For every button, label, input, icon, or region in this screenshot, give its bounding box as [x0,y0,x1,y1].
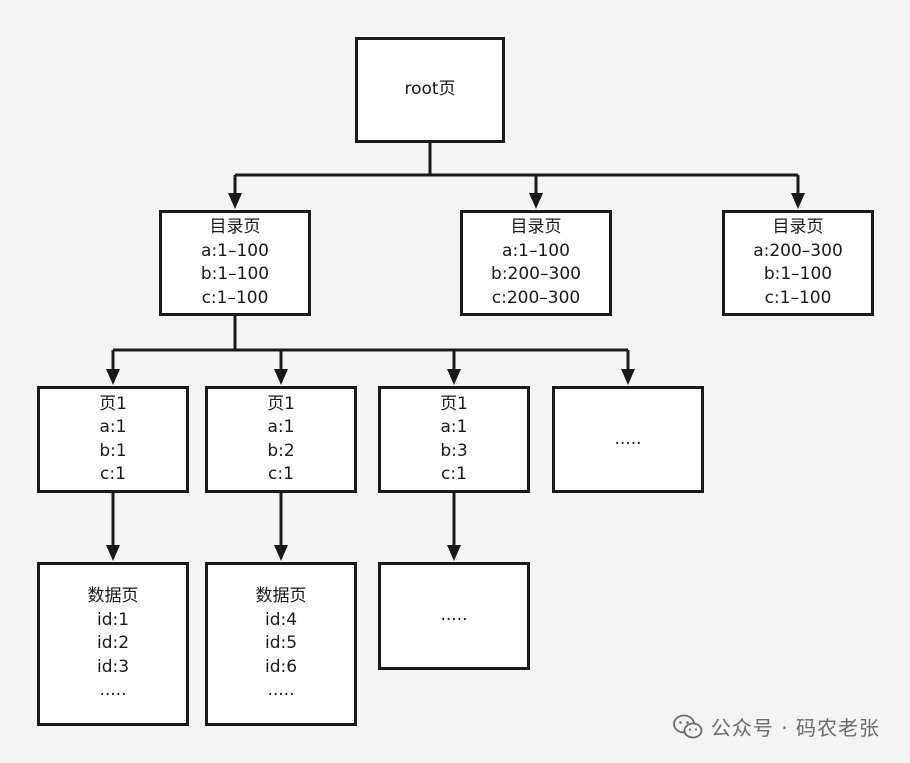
ellipsis-label: ..... [99,680,127,701]
root-page-node: root页 [355,37,505,143]
node-title: 页1 [440,393,468,414]
node-range-a: a:1–100 [502,240,570,261]
node-label: root页 [404,79,456,100]
node-key-a: a:1 [267,417,295,437]
index-page-node-2: 页1 a:1 b:2 c:1 [205,386,357,493]
record-id: id:3 [96,656,130,677]
node-key-a: a:1 [99,417,127,437]
node-key-b: b:2 [267,440,295,461]
node-title: 目录页 [209,217,261,237]
index-page-node-more: ..... [552,386,704,493]
node-title: 数据页 [87,586,139,607]
record-id: id:2 [96,633,130,654]
arrowhead [274,369,288,385]
node-key-b: b:1 [99,440,127,461]
record-id: id:5 [264,633,298,654]
directory-page-node-3: 目录页 a:200–300 b:1–100 c:1–100 [722,210,874,316]
record-id: id:1 [96,609,130,630]
node-key-b: b:3 [440,440,468,461]
arrowhead [228,193,242,209]
node-range-c: c:200–300 [491,287,581,308]
arrowhead [106,369,120,385]
data-page-node-1: 数据页 id:1 id:2 id:3 ..... [37,562,189,726]
node-key-c: c:1 [441,464,467,484]
node-range-b: b:1–100 [763,264,833,284]
node-title: 页1 [267,393,295,414]
node-range-a: a:200–300 [753,240,843,261]
ellipsis-label: ..... [267,680,295,701]
node-range-b: b:200–300 [491,264,581,284]
node-key-c: c:1 [268,464,294,484]
node-title: 页1 [99,393,127,414]
node-title: 目录页 [772,217,824,237]
node-range-c: c:1–100 [201,287,269,308]
watermark-text: 公众号 · 码农老张 [710,716,880,740]
record-id: id:4 [264,609,298,630]
directory-page-node-2: 目录页 a:1–100 b:200–300 c:200–300 [460,210,612,316]
index-page-node-1: 页1 a:1 b:1 c:1 [37,386,189,493]
data-page-node-more: ..... [378,562,530,670]
node-range-c: c:1–100 [764,287,832,308]
watermark: 公众号 · 码农老张 [673,712,880,741]
node-key-a: a:1 [440,417,468,437]
node-range-a: a:1–100 [201,240,269,261]
wechat-icon [673,714,703,738]
record-id: id:6 [264,656,298,677]
arrowhead [106,545,120,561]
arrowhead [529,193,543,209]
data-page-node-2: 数据页 id:4 id:5 id:6 ..... [205,562,357,726]
arrowhead [447,369,461,385]
arrowhead [447,545,461,561]
ellipsis-label: ..... [440,605,468,626]
node-title: 数据页 [255,586,307,607]
ellipsis-label: ..... [614,428,642,449]
index-page-node-3: 页1 a:1 b:3 c:1 [378,386,530,493]
directory-page-node-1: 目录页 a:1–100 b:1–100 c:1–100 [159,210,311,316]
arrowhead [621,369,635,385]
arrowhead [274,545,288,561]
node-key-c: c:1 [100,464,126,484]
node-title: 目录页 [510,217,562,237]
arrowhead [791,193,805,209]
node-range-b: b:1–100 [200,264,270,284]
